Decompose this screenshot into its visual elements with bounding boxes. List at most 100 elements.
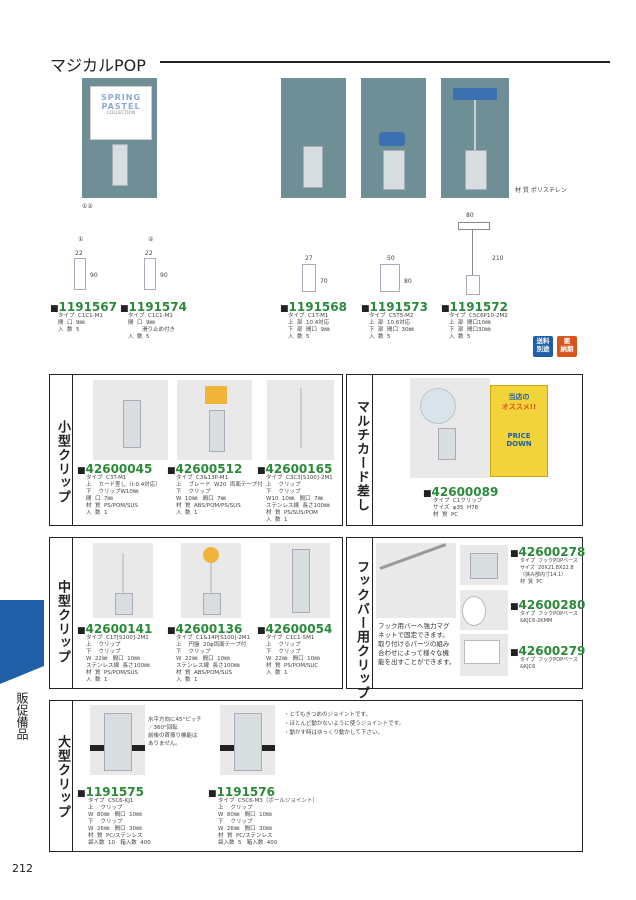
title-rule	[160, 61, 610, 63]
stick	[474, 100, 476, 150]
clip-image	[465, 150, 487, 190]
product-spec-1191575: タイプ C5C6-KJ1 上 クリップ W 80㎜ 間口 10㎜ 下 クリップ …	[88, 798, 151, 846]
diagram-clip-2	[144, 258, 156, 290]
photo-c5t5	[361, 78, 426, 198]
diagram-bar	[458, 222, 490, 230]
diagram-stick	[472, 229, 473, 275]
hook-bar	[379, 543, 447, 570]
page-number: 212	[12, 862, 33, 875]
photo-42600136	[181, 543, 241, 618]
product-spec-42600136: タイプ C1&14P[S100]-2M1 上 円盤 20φ両面テープ付 下 クリ…	[176, 635, 250, 683]
product-code-42600165: ■42600165	[257, 462, 333, 476]
product-spec-42600165: タイプ C3C3[S100]-2M1 上 クリップ 下 クリップ W10 10㎜…	[266, 475, 333, 523]
large-clip-divider	[72, 700, 73, 851]
small-clip-label: 小型クリップ	[55, 420, 70, 504]
small-clip-box	[49, 374, 343, 526]
dim-90a: 90	[90, 272, 98, 279]
product-spec-42600278: タイプ フックPOPベース サイズ 20X21.8X22.8 （挟み部内寸14.…	[520, 558, 578, 585]
clip-image	[104, 713, 132, 771]
sign-card: SPRING PASTEL COLLECTION	[90, 86, 152, 140]
product-code-42600045: ■42600045	[77, 462, 153, 476]
rotation-note: 水平方向に45°ピッチ ／360°回転 前後の首振り機能は ありません。	[148, 717, 202, 747]
photo-caption: ①②	[82, 203, 93, 210]
product-code-1191575: ■1191575	[77, 785, 144, 799]
clip-image	[123, 400, 141, 448]
sign-text-3: COLLECTION	[106, 111, 136, 116]
multi-card-label: マルチカード差し	[354, 400, 369, 512]
order-badge: 要 納期	[557, 336, 577, 357]
suction-cup	[420, 388, 456, 424]
hook-clip-divider	[372, 537, 373, 688]
product-spec-1191576: タイプ C5C6-M3（ボールジョイント） 上 クリップ W 80㎜ 間口 10…	[218, 798, 318, 846]
photo-1191575	[90, 705, 145, 775]
product-spec-1191574: タイプ C1C1-M1 間 口 9㎜ 滑り止め付き 入 数 5	[128, 313, 175, 340]
photo-42600054	[270, 543, 330, 618]
photo-1191576	[220, 705, 275, 775]
dim-90b: 90	[160, 272, 168, 279]
product-spec-1191573: タイプ C5T5-M2 上 部 10.6対応 下 部 間口 30㎜ 入 数 5	[369, 313, 414, 340]
category-tab	[0, 600, 44, 666]
product-spec-42600054: タイプ C1C1-5M1 上 クリップ 下 クリップ W 22㎜ 間口 10㎜ …	[266, 635, 320, 676]
stick	[122, 553, 124, 593]
pop-text-4: DOWN	[506, 440, 532, 448]
product-code-1191573: ■1191573	[361, 300, 428, 314]
product-spec-1191572: タイプ C5C6P10-2M2 上 部 間口10㎜ 下 部 間口30㎜ 入 数 …	[449, 313, 508, 340]
photo-42600512	[177, 380, 252, 460]
photo-42600278	[460, 545, 508, 585]
multi-card-divider	[372, 374, 373, 525]
clip-image	[234, 713, 262, 771]
diagram-clip-5	[466, 275, 480, 295]
product-code-42600089: ■42600089	[423, 485, 499, 499]
dim-22a: 22	[75, 250, 83, 257]
clip-image	[112, 144, 128, 186]
mid-clip-box	[49, 537, 343, 689]
pop-text-3: PRICE	[507, 432, 531, 440]
pop-card: 当店の オススメ!! PRICE DOWN	[490, 385, 548, 477]
sign-text-1: SPRING	[100, 93, 142, 102]
diagram-clip-1	[74, 258, 86, 290]
category-tab-point	[0, 666, 44, 684]
product-code-42600512: ■42600512	[167, 462, 243, 476]
dim-50: 50	[387, 255, 395, 262]
disc	[203, 547, 219, 563]
pop-text-1: 当店の	[508, 393, 530, 401]
sign-text-2: PASTEL	[101, 102, 141, 111]
photo-42600279	[460, 634, 508, 676]
photo-42600141	[93, 543, 153, 618]
photo-42600165	[267, 380, 334, 460]
photo-c5c6p10	[441, 78, 509, 198]
stick	[300, 388, 302, 448]
rect-card	[464, 640, 500, 664]
blue-head	[453, 88, 497, 100]
pop-text-2: オススメ!!	[501, 403, 537, 411]
page-title: マジカルPOP	[50, 56, 146, 75]
product-code-1191574: ■1191574	[120, 300, 187, 314]
product-code-1191568: ■1191568	[280, 300, 347, 314]
joint-note: ・とてもきつめのジョイントです。 ・ほとんど動かないように使うジョイントです。 …	[284, 712, 405, 736]
mid-clip-label: 中型クリップ	[55, 580, 70, 664]
material-note: 材 質 ポリスチレン	[515, 187, 567, 194]
product-code-42600279: ■42600279	[510, 644, 586, 658]
clip-image	[209, 410, 225, 452]
hook-clip-label: フックバー用クリップ	[354, 560, 369, 700]
clip-image	[292, 549, 310, 613]
dim-210: 210	[492, 255, 504, 262]
product-spec-42600045: タイプ C3T-M1 上 カード差し（t:0.4対応） 下 クリップW10㎜ 間…	[86, 475, 161, 516]
photo-sign-clip: SPRING PASTEL COLLECTION	[82, 78, 157, 198]
product-spec-42600280: タイプ フックPOPベース &KJC6-2KMM	[520, 611, 578, 624]
dim-22b: 22	[145, 250, 153, 257]
blue-head	[379, 132, 405, 146]
photo-42600045	[93, 380, 168, 460]
dim-27: 27	[305, 255, 313, 262]
product-code-1191572: ■1191572	[441, 300, 508, 314]
product-spec-1191568: タイプ C1T-M1 上 部 10.4対応 下 部 間口 9㎜ 入 数 5	[288, 313, 330, 340]
multi-card-box	[346, 374, 583, 526]
mid-clip-divider	[72, 537, 73, 688]
hook-clip-box	[346, 537, 583, 689]
product-spec-42600279: タイプ フックPOPベース &KJC6	[520, 657, 578, 670]
large-clip-box	[49, 700, 583, 852]
clip-image	[303, 146, 323, 188]
label-2: ②	[148, 236, 154, 243]
clip-image	[383, 150, 405, 190]
shipping-badge: 送料 別途	[533, 336, 553, 357]
